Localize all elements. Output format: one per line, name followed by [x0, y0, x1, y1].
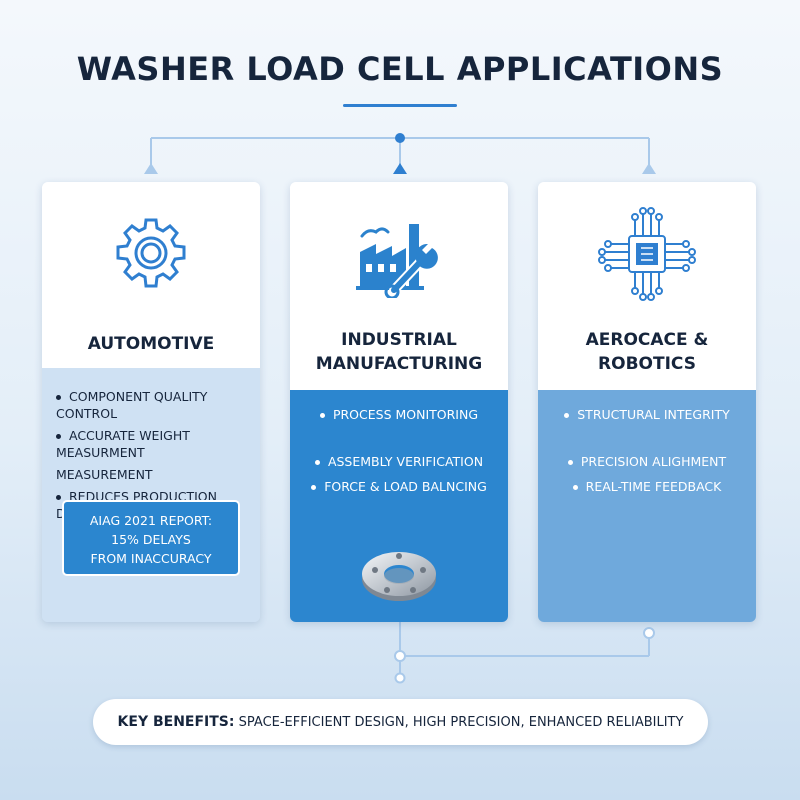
- item-list: PROCESS MONITORING ASSEMBLY VERIFICATION…: [290, 406, 508, 495]
- list-item: MEASUREMENT: [56, 467, 153, 482]
- list-item: COMPONENT QUALITY CONTROL: [56, 389, 208, 421]
- title-underline: [343, 104, 457, 107]
- list-item: STRUCTURAL INTEGRITY: [538, 406, 756, 423]
- item-list: STRUCTURAL INTEGRITY PRECISION ALIGHMENT…: [538, 406, 756, 495]
- card-industrial-manufacturing: INDUSTRIAL MANUFACTURING PROCESS MONITOR…: [290, 182, 508, 622]
- microchip-icon: [597, 206, 697, 306]
- card-title: INDUSTRIAL MANUFACTURING: [315, 330, 483, 374]
- card-header: AUTOMOTIVE: [42, 182, 260, 368]
- connector-arrow-left: [144, 163, 158, 174]
- connector-node-bottom-3: [643, 627, 655, 639]
- card-aerospace-robotics: AEROCACE & ROBOTICS STRUCTURAL INTEGRITY…: [538, 182, 756, 622]
- card-title: AUTOMOTIVE: [87, 334, 215, 354]
- card-body: [538, 390, 756, 622]
- key-benefits-banner: KEY BENEFITS: SPACE-EFFICIENT DESIGN, HI…: [93, 699, 708, 745]
- benefits-label: KEY BENEFITS:: [117, 714, 235, 730]
- connector-node-bottom-2: [394, 672, 406, 684]
- washer-icon: [359, 546, 439, 608]
- card-body: [42, 368, 260, 622]
- gear-icon: [114, 216, 188, 294]
- card-title: AEROCACE & ROBOTICS: [585, 330, 709, 374]
- report-callout: AIAG 2021 REPORT: 15% DELAYS FROM INACCU…: [62, 500, 240, 576]
- list-item: ASSEMBLY VERIFICATION: [290, 453, 508, 470]
- card-header: INDUSTRIAL MANUFACTURING: [290, 182, 508, 390]
- connector-node-bottom-1: [394, 650, 406, 662]
- page-title: WASHER LOAD CELL APPLICATIONS: [76, 50, 724, 88]
- card-automotive: AUTOMOTIVE COMPONENT QUALITY CONTROL ACC…: [42, 182, 260, 622]
- list-item: REAL-TIME FEEDBACK: [538, 478, 756, 495]
- list-item: PRECISION ALIGHMENT: [538, 453, 756, 470]
- list-item: ACCURATE WEIGHT MEASURMENT: [56, 428, 190, 460]
- connector-arrow-center: [393, 163, 407, 174]
- connector-arrow-right: [642, 163, 656, 174]
- list-item: PROCESS MONITORING: [290, 406, 508, 423]
- list-item: FORCE & LOAD BALNCING: [290, 478, 508, 495]
- connector-node-top: [395, 133, 405, 143]
- benefits-text: SPACE-EFFICIENT DESIGN, HIGH PRECISION, …: [238, 715, 684, 730]
- card-header: AEROCACE & ROBOTICS: [538, 182, 756, 390]
- factory-wrench-icon: [354, 206, 444, 302]
